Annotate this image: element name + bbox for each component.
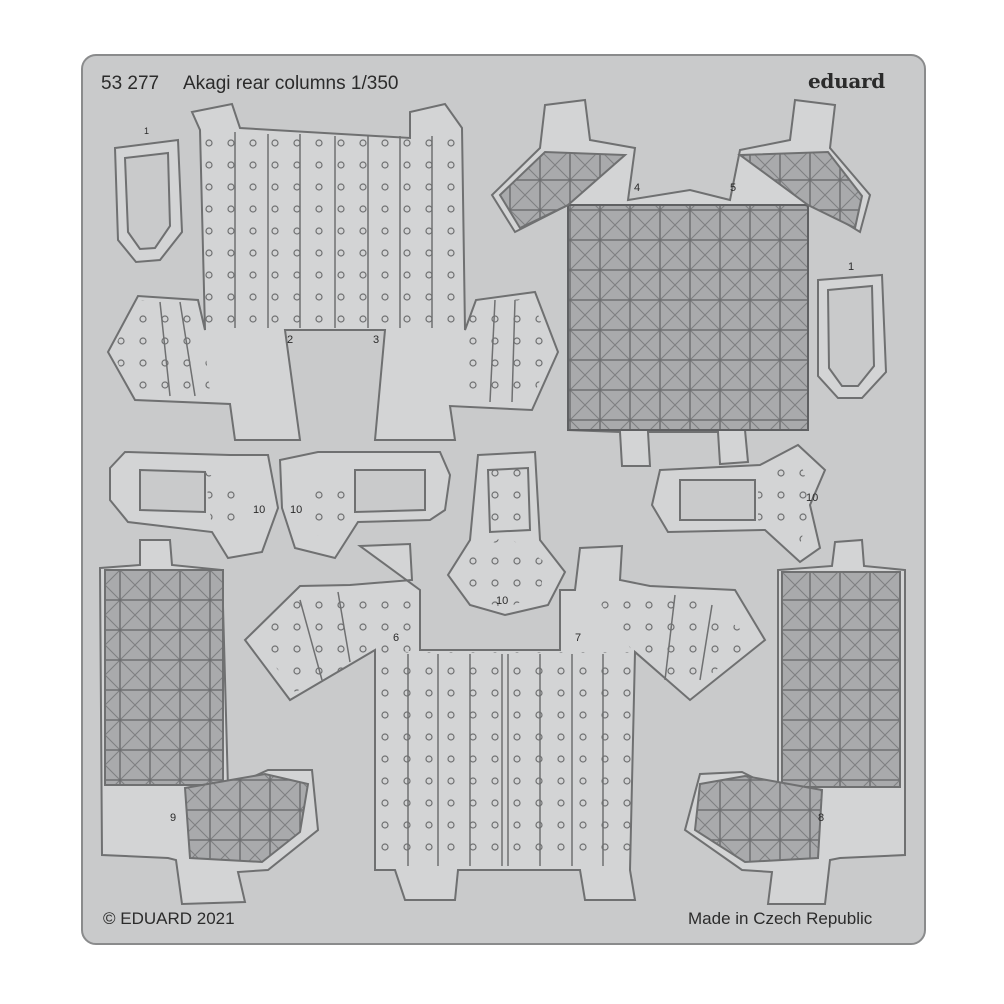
part-10-bracket-c [446,450,567,617]
part-number-6: 6 [393,632,400,644]
part-number-7: 7 [575,632,582,644]
part-number-10-c: 10 [496,595,509,607]
part-number-1-right: 1 [848,261,855,273]
origin-notice: Made in Czech Republic [688,909,873,928]
copyright-notice: © EDUARD 2021 [103,909,235,928]
part-10-bracket-b [278,451,452,560]
part-number-10-b: 10 [290,504,303,516]
part-4-5-lattice-column [490,98,872,467]
part-number-2: 2 [287,334,294,346]
part-number-5: 5 [730,182,737,194]
part-number-3: 3 [373,334,380,346]
part-number-8: 8 [818,812,825,824]
part-2-3-riveted-column [106,102,560,441]
part-number-9: 9 [170,812,177,824]
part-8-lattice-column [683,538,906,905]
part-number-4: 4 [634,182,641,194]
fret-code: 53 277 [101,73,160,94]
brand-logo: eduard [808,69,885,93]
part-number-10-d: 10 [806,492,819,504]
part-10-bracket-d [650,443,827,564]
part-1-right [817,273,888,399]
part-10-bracket-a [109,450,280,560]
part-9-lattice-column [98,539,320,906]
part-6-7-riveted-column [243,542,767,901]
part-1-left [113,138,184,264]
fret-title: Akagi rear columns 1/350 [183,73,399,94]
part-number-10-a: 10 [253,504,266,516]
part-number-1-left: 1 [144,126,150,136]
